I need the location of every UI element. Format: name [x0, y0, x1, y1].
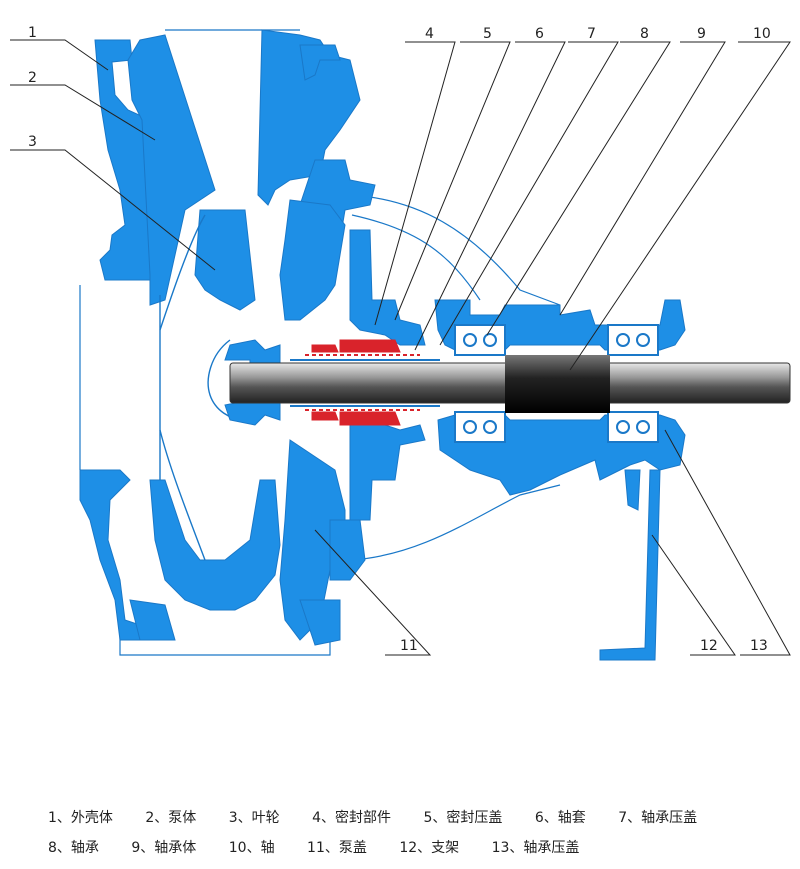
bearing-left-lower: [454, 411, 506, 443]
seal-dashes: [305, 354, 420, 411]
legend-item-5: 5、密封压盖: [423, 810, 503, 826]
callout-2: 2: [28, 70, 37, 86]
callout-10: 10: [753, 26, 771, 42]
callout-4: 4: [425, 26, 434, 42]
legend-item-2: 2、泵体: [145, 810, 197, 826]
callout-11: 11: [400, 638, 418, 654]
callout-6: 6: [535, 26, 544, 42]
callout-9: 9: [697, 26, 706, 42]
legend-item-4: 4、密封部件: [312, 810, 392, 826]
bearing-right-lower: [607, 411, 659, 443]
legend-item-6: 6、轴套: [534, 810, 586, 826]
legend-item-1: 1、外壳体: [48, 810, 113, 826]
leader-lines: [10, 39, 791, 656]
callout-8: 8: [640, 26, 649, 42]
legend-item-9: 9、轴承体: [131, 840, 197, 856]
callout-3: 3: [28, 134, 37, 150]
pump-casing: [79, 29, 686, 661]
callout-labels: 1 2 3 4 5 6 7 8 9 10 11 12 13: [28, 25, 771, 654]
legend-item-7: 7、轴承压盖: [618, 810, 698, 826]
legend-row-1: 1、外壳体 2、泵体 3、叶轮 4、密封部件 5、密封压盖 6、轴套 7、轴承压…: [48, 807, 725, 827]
callout-12: 12: [700, 638, 718, 654]
legend-item-12: 12、支架: [399, 840, 460, 856]
legend-item-3: 3、叶轮: [228, 810, 280, 826]
legend-item-13: 13、轴承压盖: [491, 840, 580, 856]
legend-item-10: 10、轴: [228, 840, 275, 856]
parts-legend: 1、外壳体 2、泵体 3、叶轮 4、密封部件 5、密封压盖 6、轴套 7、轴承压…: [0, 800, 800, 869]
legend-item-8: 8、轴承: [48, 840, 99, 856]
callout-13: 13: [750, 638, 768, 654]
bearing-right-upper: [607, 324, 659, 356]
legend-row-2: 8、轴承 9、轴承体 10、轴 11、泵盖 12、支架 13、轴承压盖: [48, 837, 607, 857]
callout-5: 5: [483, 26, 492, 42]
legend-item-11: 11、泵盖: [307, 840, 367, 856]
seal-parts: [311, 339, 401, 426]
bearing-left-upper: [454, 324, 506, 356]
callout-1: 1: [28, 25, 37, 41]
callout-7: 7: [587, 26, 596, 42]
shaft: [229, 355, 791, 413]
